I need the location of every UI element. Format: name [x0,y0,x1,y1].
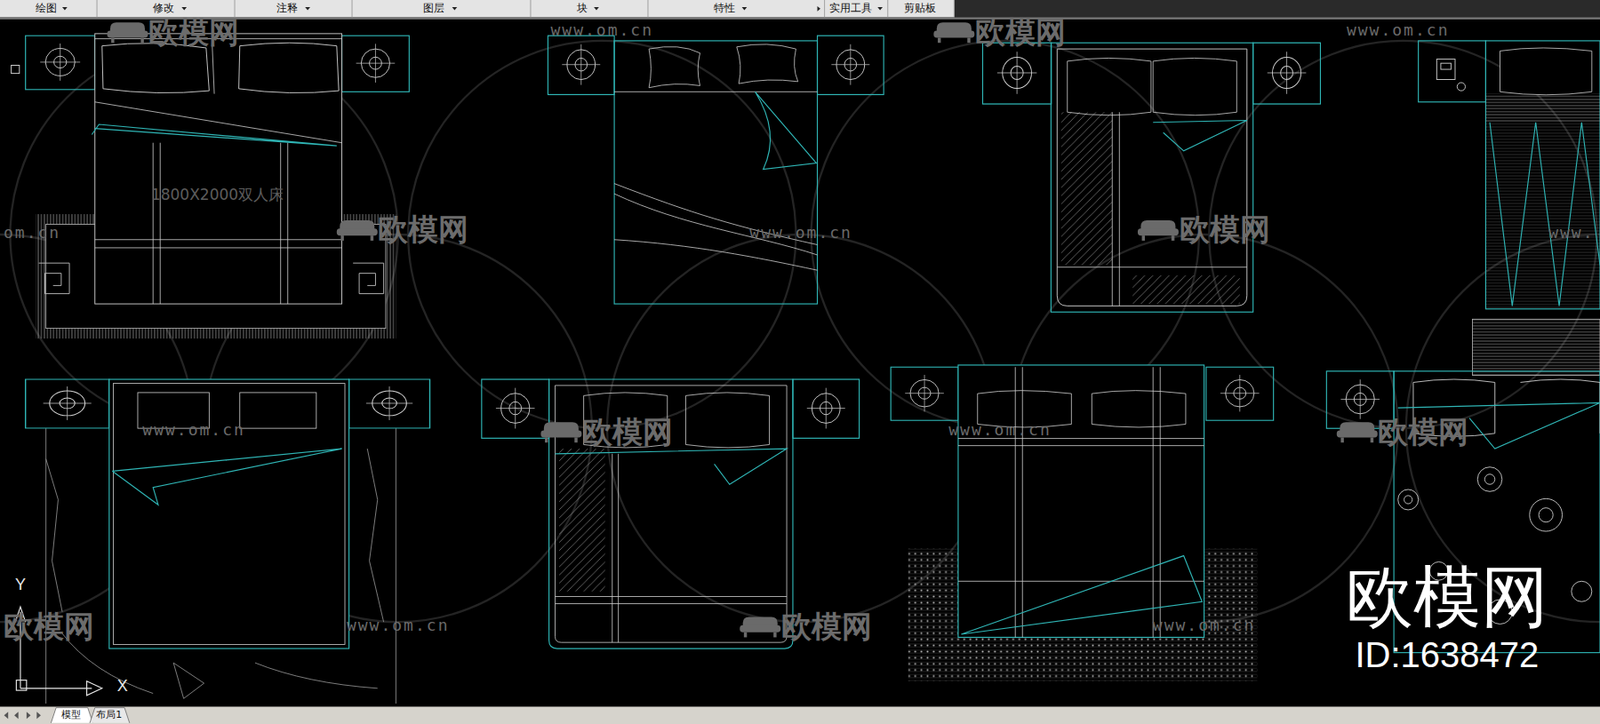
watermark-url: www. [1548,224,1594,242]
watermark: 欧模网 [377,214,469,248]
toolbar-item: 绘图 [35,3,57,16]
watermark-url: www.om.cn [346,616,450,635]
watermark-url: www.om.cn [948,422,1052,440]
watermark-url: www.om.cn [142,422,246,440]
watermark-logo: 欧模网 [1345,560,1549,635]
layout-tab: 布局1 [96,710,122,721]
watermark-url: www.om.cn [551,22,655,40]
watermark-url: om.cn [3,224,61,242]
watermark-url: www.om.cn [1152,616,1256,635]
watermark: 欧模网 [1377,416,1469,449]
watermark-url: www.om.cn [1346,22,1450,40]
watermark: 欧模网 [582,416,673,449]
watermark: 欧模网 [148,16,240,49]
watermark: 欧模网 [781,610,872,644]
watermark: 欧模网 [975,16,1066,49]
axis-label: Y [15,576,26,595]
model-id: ID:1638472 [1354,635,1539,675]
toolbar-item: 实用工具 [829,3,872,16]
toolbar-item: 图层 [423,3,445,16]
toolbar-item: 块 [576,3,588,16]
watermark-url: www.om.cn [749,224,853,242]
watermark: 欧模网 [3,610,95,644]
toolbar-item: 剪贴板 [904,3,936,16]
layout-tab: 模型 [61,710,81,721]
dimension-label: 1800X2000双人床 [151,186,284,204]
toolbar-item: 注释 [276,3,298,16]
toolbar-item: 修改 [152,3,175,16]
watermark: 欧模网 [1179,214,1271,248]
toolbar-item: 特性 [713,3,736,16]
axis-label: X [117,678,128,696]
